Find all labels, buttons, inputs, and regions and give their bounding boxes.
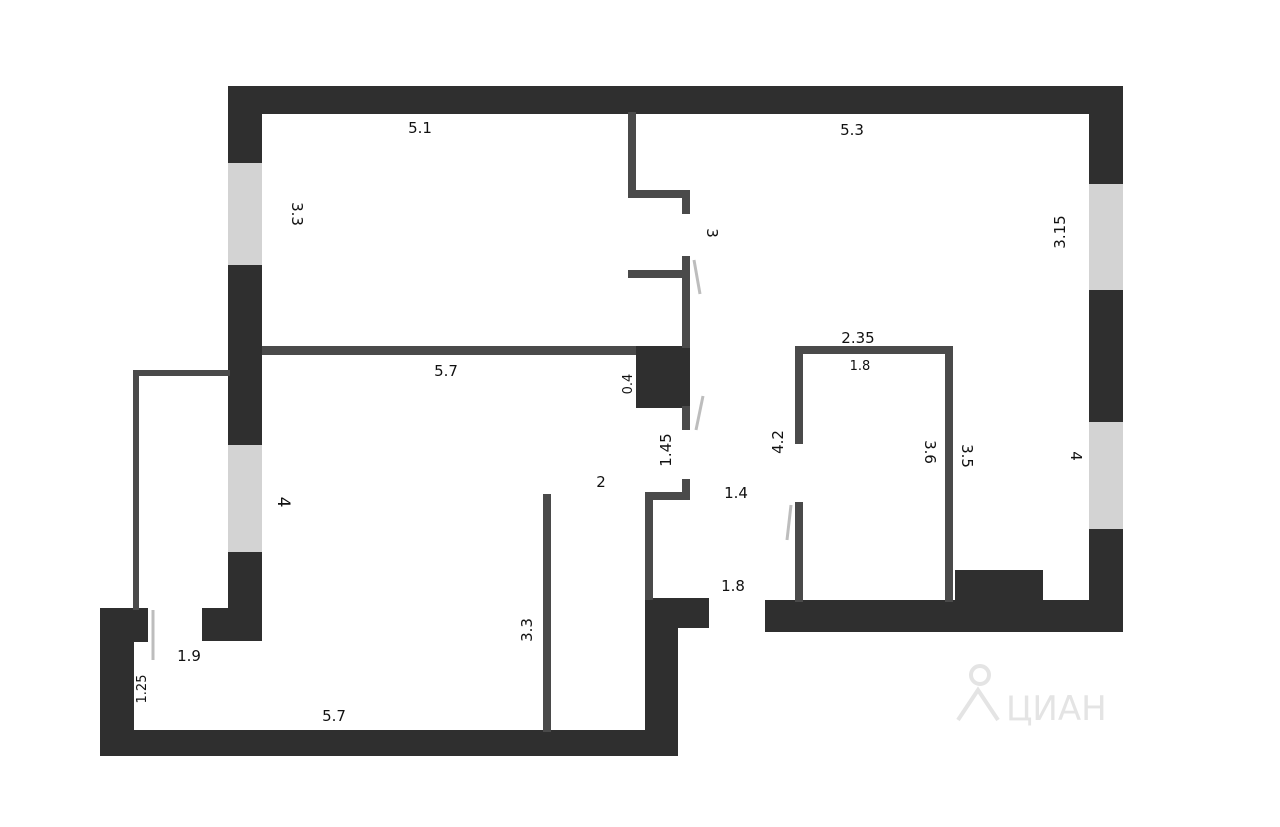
dim-bath-inner-width: 1.8 xyxy=(850,359,871,374)
watermark: ЦИАН xyxy=(956,664,1107,729)
door-swing-top xyxy=(692,259,702,295)
dim-door-top: 3 xyxy=(703,228,721,238)
dim-room3-height: 4 xyxy=(273,497,293,508)
dim-room1-width: 5.1 xyxy=(408,119,432,137)
bath-wall-right xyxy=(945,346,953,602)
bath-wall-left-lower xyxy=(795,502,803,602)
partition-closet xyxy=(543,494,551,732)
wall-balcony-stub-right xyxy=(202,608,262,641)
dim-room2-height-bottom: 4 xyxy=(1067,451,1085,461)
column xyxy=(636,346,690,408)
dim-column: 0.4 xyxy=(621,374,636,395)
dim-closet-height: 3.3 xyxy=(518,618,536,642)
dim-bath-outer-height: 3.5 xyxy=(958,444,976,468)
kitchen-counter-block xyxy=(955,570,1043,602)
dim-balcony-width: 1.9 xyxy=(177,647,201,665)
partition-top-step xyxy=(628,190,690,198)
partitions xyxy=(133,112,953,732)
partition-entrance-vertical xyxy=(645,492,653,600)
partition-hall-jamb xyxy=(682,479,690,499)
window-room2-top xyxy=(1089,184,1123,290)
window-room2-bottom xyxy=(1089,422,1123,529)
dimension-labels: 5.1 5.3 3.3 3.15 3 2.35 1.8 5.7 0.4 1.45… xyxy=(135,119,1085,725)
balcony-rail-top xyxy=(133,370,230,376)
wall-right xyxy=(1089,86,1123,632)
dim-bath-left-height: 4.2 xyxy=(769,430,787,454)
dim-balcony-depth: 1.25 xyxy=(135,675,150,704)
wall-balcony-stub-left xyxy=(100,608,148,642)
door-swing-bath xyxy=(785,504,793,541)
balcony-rail-left xyxy=(133,370,139,610)
dim-entrance-width: 1.8 xyxy=(721,577,745,595)
wall-bottom-left xyxy=(100,730,678,756)
dim-bath-inner-height: 3.6 xyxy=(921,440,939,464)
dim-hall-span: 2 xyxy=(596,473,606,491)
bath-wall-top xyxy=(795,346,953,354)
window-room3 xyxy=(228,445,262,552)
wall-top xyxy=(228,86,1123,114)
window-room1 xyxy=(228,163,262,265)
dim-room3-width: 5.7 xyxy=(322,707,346,725)
windows xyxy=(228,163,1123,552)
door-swing-middle xyxy=(694,395,705,431)
dim-bath-outer-width: 2.35 xyxy=(841,329,874,347)
door-swings xyxy=(151,259,793,660)
cian-logo-icon xyxy=(956,664,1000,722)
wall-bottom-right xyxy=(765,600,1123,632)
partition-middle-vertical xyxy=(682,256,690,348)
partition-middle-horizontal xyxy=(628,270,690,278)
dim-hall-width: 1.45 xyxy=(657,433,675,466)
watermark-text: ЦИАН xyxy=(1006,689,1107,729)
dim-partition-long: 5.7 xyxy=(434,362,458,380)
partition-top-vertical xyxy=(628,112,636,198)
partition-hall-step xyxy=(645,492,690,500)
dim-room1-height: 3.3 xyxy=(288,202,306,226)
wall-step-down xyxy=(645,598,678,756)
partition-top-jamb xyxy=(682,190,690,214)
dim-room2-width: 5.3 xyxy=(840,121,864,139)
dim-room2-height-top: 3.15 xyxy=(1051,215,1069,248)
bath-wall-left-upper xyxy=(795,346,803,444)
partition-below-column xyxy=(682,406,690,430)
dim-corridor-width: 1.4 xyxy=(724,484,748,502)
partition-horizontal xyxy=(262,346,636,355)
